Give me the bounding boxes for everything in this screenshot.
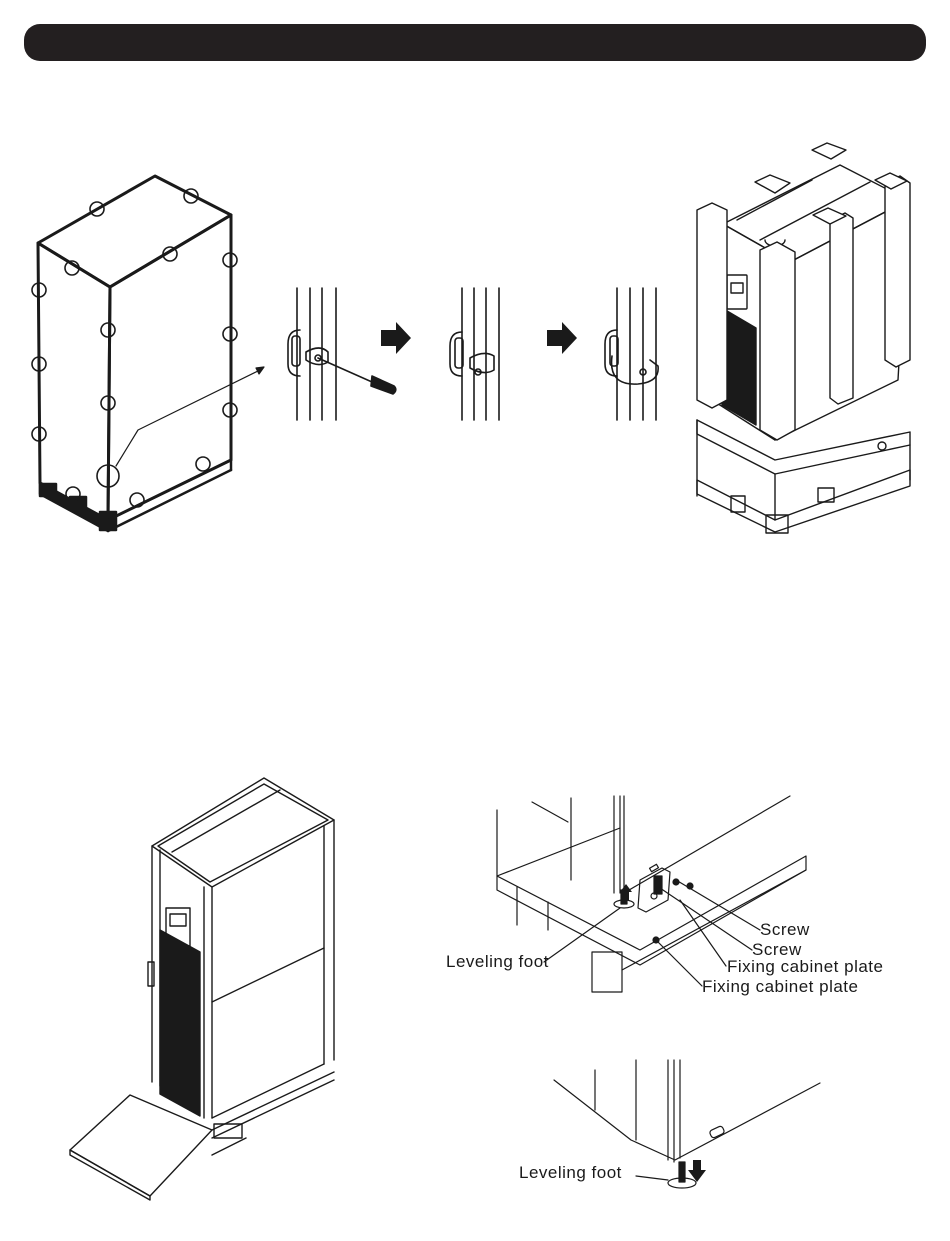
screw-label-1: Screw [760,921,810,938]
crate-clip-markers [32,189,237,507]
fixing-cabinet-plate-label-2: Fixing cabinet plate [702,978,858,995]
cabinet-ramp [70,1072,334,1200]
clip-step-1 [288,288,336,420]
screw-label-2: Screw [752,941,802,958]
fixing-cabinet-plate-label-1: Fixing cabinet plate [727,958,883,975]
right-arrow-icon [547,322,577,354]
step-arrows [381,322,577,354]
leveling-foot-label-top: Leveling foot [446,953,549,970]
unpacked-cabinet-illustration [712,165,908,440]
leveling-foot-label-bottom: Leveling foot [519,1164,622,1181]
packed-crate-illustration [38,176,231,520]
cabinet-pallet [697,420,910,533]
clip-step-3 [605,288,658,420]
callout-pointer [116,367,264,466]
clip-step-2 [450,288,499,420]
screwdriver-icon [318,358,396,394]
right-arrow-icon [381,322,411,354]
cabinet-on-ramp-illustration [148,778,334,1118]
